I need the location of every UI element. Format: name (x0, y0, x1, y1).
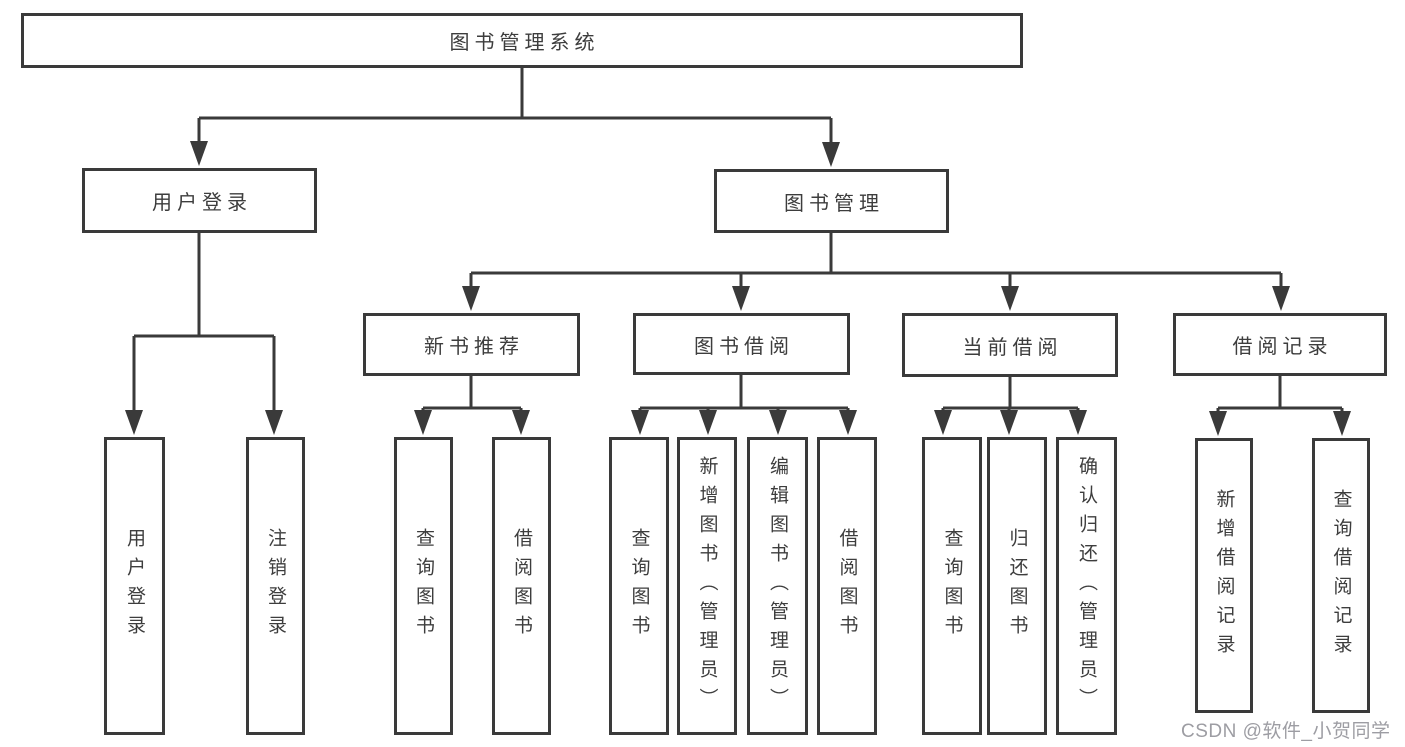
leaf-query-book-3: 查询图书 (922, 437, 982, 735)
node-label: 用户登录 (152, 192, 252, 214)
node-label: 查询图书 (413, 528, 434, 644)
leaf-borrow-book-1: 借阅图书 (492, 437, 551, 735)
connector-book-management (469, 232, 1283, 291)
node-new-book-recommend: 新书推荐 (363, 313, 580, 376)
node-label: 编辑图书（管理员） (767, 455, 788, 717)
node-label: 查询图书 (941, 528, 963, 644)
node-label: 归还图书 (1006, 528, 1028, 644)
node-label: 注销登录 (265, 528, 286, 644)
arrowheads (125, 141, 1351, 436)
leaf-logout: 注销登录 (246, 437, 305, 735)
connector-book-borrow (638, 374, 850, 414)
node-book-management: 图书管理 (714, 169, 949, 233)
leaf-return-book: 归还图书 (987, 437, 1047, 735)
node-label: 用户登录 (124, 528, 145, 644)
leaf-query-borrow-record: 查询借阅记录 (1312, 438, 1370, 713)
node-label: 借阅图书 (511, 528, 532, 644)
connector-new-book (421, 374, 523, 414)
node-label: 新增图书（管理员） (696, 455, 718, 717)
node-borrow-records: 借阅记录 (1173, 313, 1387, 376)
leaf-confirm-return-admin: 确认归还（管理员） (1056, 437, 1117, 735)
leaf-user-login: 用户登录 (104, 437, 165, 735)
node-label: 图书管理 (784, 192, 884, 215)
connector-borrow-records (1216, 375, 1344, 415)
leaf-query-book-2: 查询图书 (609, 437, 669, 735)
node-label: 借阅图书 (836, 528, 858, 644)
node-label: 图书借阅 (694, 335, 794, 358)
node-label: 查询图书 (628, 528, 650, 644)
connector-current-borrow (941, 375, 1080, 414)
node-library-system: 图书管理系统 (21, 13, 1023, 68)
node-label: 借阅记录 (1232, 336, 1333, 358)
leaf-add-book-admin: 新增图书（管理员） (677, 437, 737, 735)
node-current-borrow: 当前借阅 (902, 313, 1118, 377)
leaf-edit-book-admin: 编辑图书（管理员） (747, 437, 808, 735)
connector-root (197, 66, 833, 146)
watermark-text: CSDN @软件_小贺同学 (1181, 721, 1391, 742)
node-label: 确认归还（管理员） (1076, 455, 1097, 717)
node-user-login: 用户登录 (82, 168, 317, 233)
leaf-add-borrow-record: 新增借阅记录 (1195, 438, 1253, 713)
node-book-borrow: 图书借阅 (633, 313, 850, 375)
connector-user-login (132, 231, 276, 414)
leaf-borrow-book-2: 借阅图书 (817, 437, 877, 735)
node-label: 图书管理系统 (449, 32, 600, 54)
node-label: 当前借阅 (962, 336, 1063, 359)
node-label: 新增借阅记录 (1213, 488, 1235, 663)
leaf-query-book-1: 查询图书 (394, 437, 453, 735)
node-label: 查询借阅记录 (1330, 488, 1352, 663)
node-label: 新书推荐 (424, 336, 524, 358)
